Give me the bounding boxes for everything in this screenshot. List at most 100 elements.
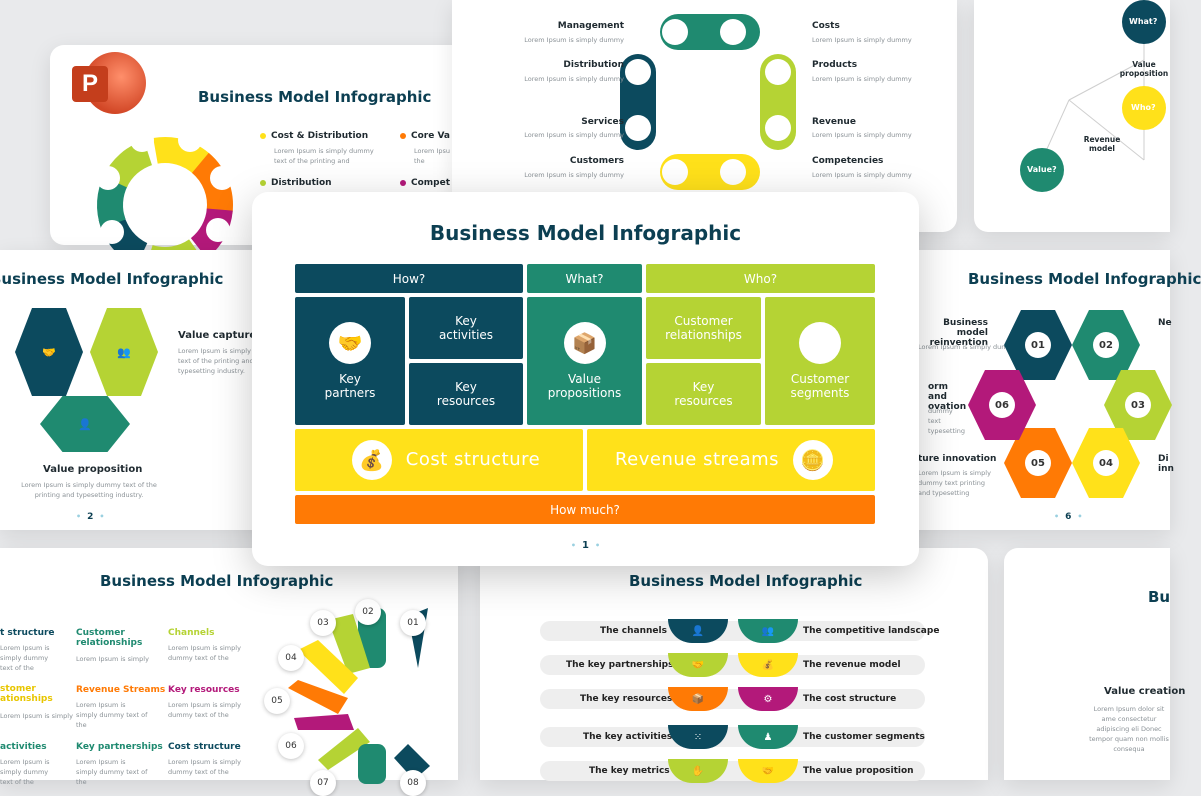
cycle-label-left: Management	[557, 21, 624, 31]
grid-item-label: Cost structure	[168, 742, 241, 752]
list-item-label: orm and ovation	[928, 382, 967, 412]
number-badge: 07	[310, 770, 336, 796]
row-right-label: The competitive landscape	[803, 626, 940, 636]
value-creation-desc: Lorem Ipsum dolor sit ame consectetur ad…	[1089, 705, 1169, 753]
cycle-desc-left: Lorem Ipsum is simply dummy	[524, 75, 624, 83]
page-indicator: •6•	[1054, 512, 1083, 522]
cycle-label-right: Costs	[812, 21, 840, 31]
number-badge: 01	[400, 610, 426, 636]
grid-item-label: t structure	[0, 628, 55, 638]
row-left-label: The key activities	[583, 732, 673, 742]
grid-item-desc: Lorem Ipsum is simply	[76, 655, 149, 663]
cell-key-resources-left: Key resources	[409, 363, 523, 425]
row-right-label: The value proposition	[803, 766, 914, 776]
row-right-label: The revenue model	[803, 660, 901, 670]
money-bag-icon: 💰	[351, 440, 392, 480]
row-left-label: The key partnerships	[566, 660, 674, 670]
slide-title: Business Model Infographic	[629, 572, 863, 590]
grid-item-label: activities	[0, 742, 47, 752]
slide-thumbnail-bottom-left[interactable]: Business Model Infographic t structure L…	[0, 548, 458, 796]
slide-title: Business Model Infographic	[198, 88, 432, 106]
cycle-desc-right: Lorem Ipsum is simply dummy	[812, 36, 912, 44]
row-left-label: The key resources	[580, 694, 673, 704]
footer-how-much: How much?	[295, 495, 875, 524]
list-item-label: Cost & Distribution	[260, 131, 368, 141]
cell-value-propositions: 📦 Value propositions	[527, 297, 642, 425]
hex-segment-lime: 👥	[90, 308, 158, 396]
grid-item-label: Channels	[168, 628, 215, 638]
cycle-desc-left: Lorem Ipsum is simply dummy	[524, 131, 624, 139]
list-item-label: Core Va	[400, 131, 450, 141]
list-item-desc: Lorem Ipsum is simply dummy text of the …	[274, 147, 374, 165]
cell-revenue-streams: Revenue streams 🪙	[587, 429, 875, 491]
powerpoint-icon: P	[72, 66, 108, 102]
list-item-label: Business model reinvention	[929, 318, 988, 348]
row-right-label: The cost structure	[803, 694, 897, 704]
slide-thumbnail-middle-right[interactable]: Business Model Infographic Business mode…	[892, 250, 1201, 530]
page-indicator: •1•	[570, 540, 601, 551]
cycle-label-left: Distribution	[563, 60, 624, 70]
value-node: Value?	[1027, 165, 1057, 174]
hex-segment-navy: 🤝	[15, 308, 83, 396]
list-item-label: Ne	[1158, 318, 1172, 328]
number-badge: 05	[264, 688, 290, 714]
cycle-label-left: Services	[581, 117, 624, 127]
cell-key-resources-right: Key resources	[646, 363, 761, 425]
grid-item-desc: Lorem Ipsum is simply dummy text of the	[76, 701, 148, 729]
arrow-segment-02: 02	[1072, 310, 1140, 380]
row-right-label: The customer segments	[803, 732, 925, 742]
coin-hand-icon: 🪙	[793, 440, 834, 480]
value-proposition-label: Value proposition	[43, 464, 143, 475]
list-row: The key metrics ✋ 🤝 The value propositio…	[540, 759, 925, 783]
row-left-label: The channels	[600, 626, 667, 636]
grid-item-label: stomer ationships	[0, 684, 53, 704]
cycle-desc-right: Lorem Ipsum is simply dummy	[812, 171, 912, 179]
value-capture-label: Value capture	[178, 330, 257, 341]
list-item-desc: dummy text typesetting	[928, 407, 966, 435]
grid-item-desc: Lorem Ipsum is simply	[0, 712, 73, 720]
grid-item-label: Customer relationships	[76, 628, 143, 648]
cycle-label-right: Products	[812, 60, 858, 70]
revenue-model-label: Revenue model	[1083, 135, 1121, 153]
grid-item-desc: Lorem Ipsum is simply dummy text of the	[0, 644, 50, 672]
main-slide-business-model-canvas[interactable]: Business Model Infographic How? What? Wh…	[252, 192, 919, 566]
slide-thumbnail-middle-left[interactable]: Business Model Infographic 🤝 👥 👤 Value c…	[0, 250, 280, 530]
slide-title: Business Model Infographic	[968, 270, 1201, 288]
slide-title: Bu	[1148, 588, 1171, 606]
cell-key-partners: 🤝 Key partners	[295, 297, 405, 425]
triangle-diagram	[1020, 0, 1166, 192]
slide-thumbnail-top-right[interactable]: What? Value proposition Who? Revenue mod…	[974, 0, 1170, 232]
list-item-label: Compet	[400, 178, 450, 188]
number-badge: 04	[278, 645, 304, 671]
cycle-desc-left: Lorem Ipsum is simply dummy	[524, 171, 624, 179]
cycle-label-left: Customers	[569, 156, 624, 166]
value-creation-label: Value creation	[1104, 686, 1186, 697]
value-capture-desc: Lorem Ipsum is simply dummy text of the …	[178, 347, 278, 375]
number-badge: 02	[355, 599, 381, 625]
grid-item-desc: Lorem Ipsum is simply dummy text of the	[0, 758, 50, 786]
list-item-desc: Lorem Ipsu text of the	[414, 147, 474, 165]
arrow-segment-04: 04	[1072, 428, 1140, 498]
cell-cost-structure: 💰 Cost structure	[295, 429, 583, 491]
list-item-desc: Lorem Ipsum is simply dummy text printin…	[918, 469, 991, 497]
list-item-label: Distribution	[260, 178, 332, 188]
grid-item-desc: Lorem Ipsum is simply dummy text of the	[168, 701, 241, 719]
slide-title: Business Model Infographic	[100, 572, 334, 590]
list-row: The key resources 📦 ⚙ The cost structure	[540, 687, 925, 711]
handshake-icon: 🤝	[329, 322, 371, 364]
list-row: The channels 👤 👥 The competitive landsca…	[540, 619, 939, 643]
cycle-desc-right: Lorem Ipsum is simply dummy	[812, 131, 912, 139]
row-left-label: The key metrics	[589, 766, 670, 776]
list-item-label: Di inn	[1158, 454, 1174, 474]
box-icon: 📦	[563, 322, 606, 364]
grid-item-label: Key partnerships	[76, 742, 163, 752]
segments-pie-icon: ◔	[799, 322, 841, 364]
list-item-label: ture innovation	[918, 454, 997, 464]
slide-thumbnail-bottom-right[interactable]: Bu Value creation Lorem Ipsum dolor sit …	[1004, 548, 1185, 780]
list-item-desc: Lorem Ipsum is simply dummy text	[918, 343, 1033, 351]
number-badge: 08	[400, 770, 426, 796]
cycle-label-right: Competencies	[812, 156, 884, 166]
number-badge: 06	[278, 733, 304, 759]
grid-item-desc: Lorem Ipsum is simply dummy text of the	[76, 758, 148, 786]
hex-segment-teal: 👤	[40, 396, 130, 452]
